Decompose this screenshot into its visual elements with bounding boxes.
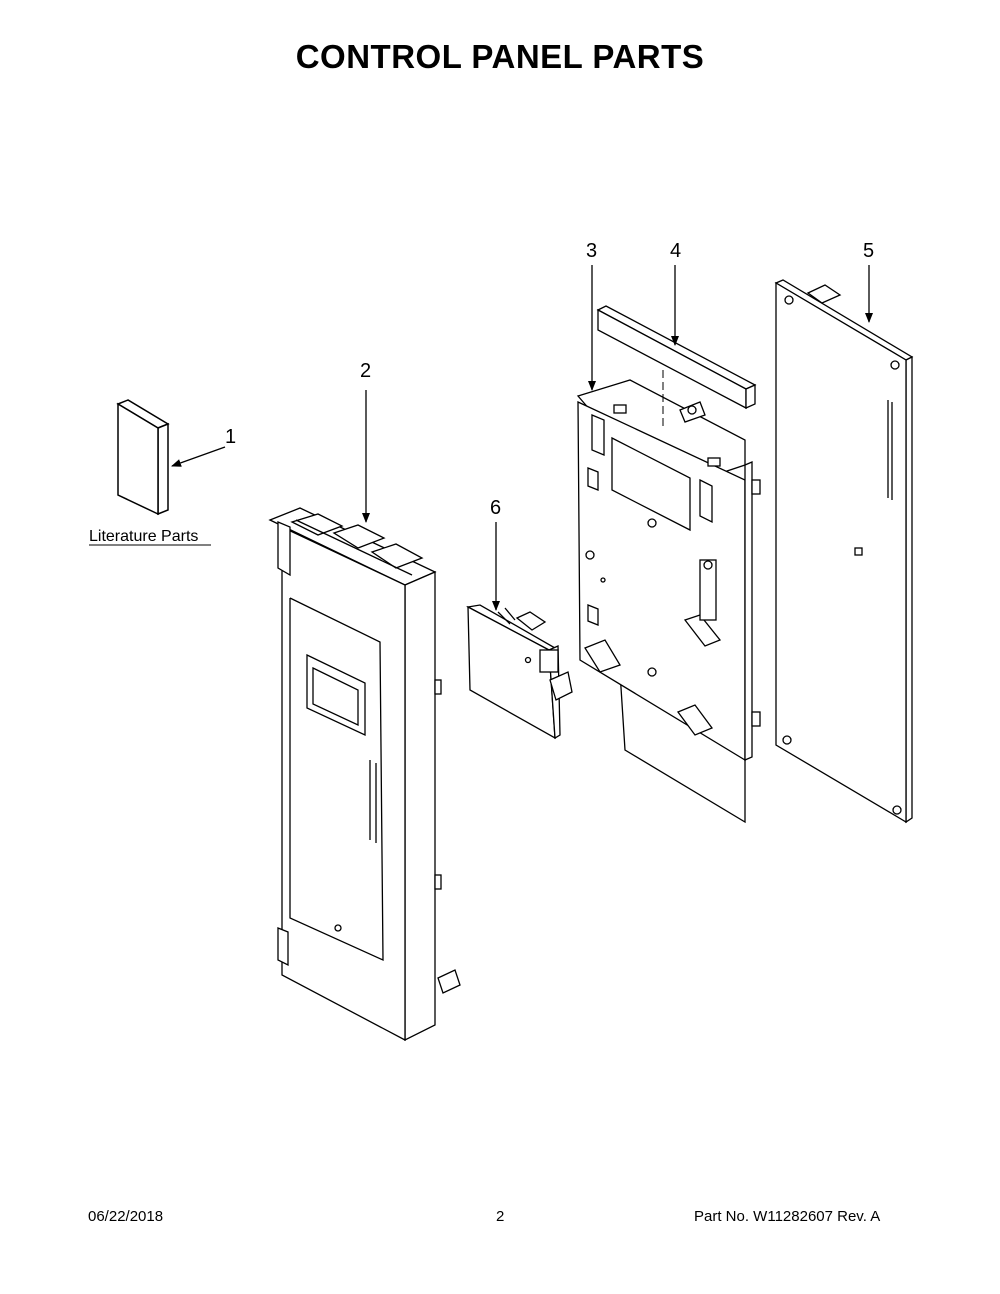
- callout-5: 5: [863, 240, 874, 262]
- page-title: CONTROL PANEL PARTS: [295, 38, 705, 75]
- literature-parts-label: Literature Parts: [89, 528, 198, 545]
- part-4-trim-strip[interactable]: [596, 305, 757, 410]
- footer-date: 06/22/2018: [88, 1208, 164, 1225]
- part-6-control-board[interactable]: [466, 604, 573, 740]
- leader-arrows: [171, 265, 873, 611]
- footer-page-number: 2: [496, 1208, 505, 1225]
- callout-4: 4: [670, 240, 681, 262]
- callout-3: 3: [586, 240, 597, 262]
- part-3-mounting-bracket[interactable]: [576, 379, 761, 824]
- part-1-literature-booklet[interactable]: [116, 399, 170, 516]
- callout-6: 6: [490, 497, 501, 519]
- callout-1: 1: [225, 426, 236, 448]
- part-5-circuit-board[interactable]: [774, 279, 914, 824]
- part-2-control-panel-frame[interactable]: [268, 507, 461, 1042]
- leader-1: [171, 446, 226, 467]
- callout-2: 2: [360, 360, 371, 382]
- footer-part-number: Part No. W11282607 Rev. A: [694, 1208, 881, 1225]
